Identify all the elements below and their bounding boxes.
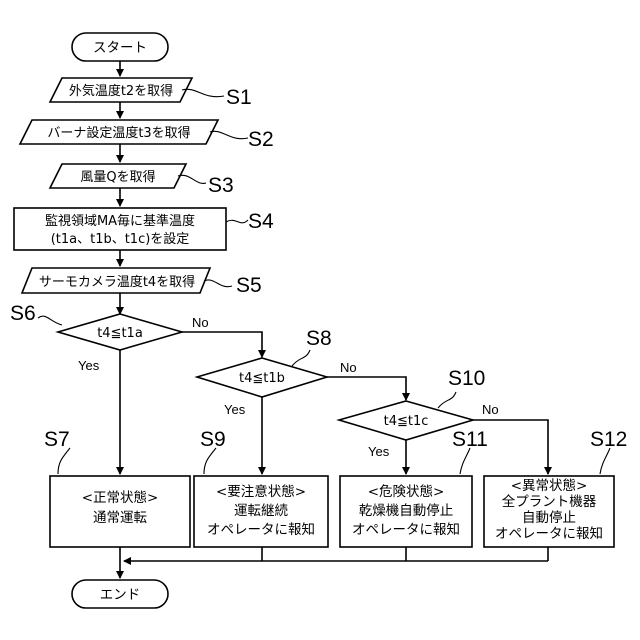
- s7-text-line1: <正常状態>: [82, 490, 159, 506]
- s11-leader: [460, 448, 470, 474]
- s3-step-label: S3: [208, 174, 234, 197]
- s9-text-line3: オペレータに報知: [207, 521, 315, 538]
- s6-yes-label: Yes: [78, 358, 100, 373]
- s8-step-label: S8: [306, 327, 332, 350]
- s10-yes-label: Yes: [368, 444, 390, 459]
- s10-leader: [438, 392, 456, 408]
- s11-text-line3: オペレータに報知: [352, 521, 460, 538]
- s6-condition: t4≦t1a: [97, 326, 143, 341]
- s6-leader: [38, 316, 62, 325]
- s12-leader: [600, 448, 610, 474]
- s7-text-line2: 通常運転: [93, 510, 147, 526]
- s12-text-line3: 自動停止: [522, 509, 576, 526]
- s2-step-label: S2: [248, 128, 274, 151]
- start-label: スタート: [93, 40, 147, 56]
- s8-condition: t4≦t1b: [239, 371, 285, 386]
- s5-text: サーモカメラ温度t4を取得: [39, 274, 195, 290]
- s4-text-line2: (t1a、t1b、t1c)を設定: [51, 231, 190, 247]
- s3-text: 風量Qを取得: [80, 169, 155, 185]
- s11-text-line2: 乾燥機自動停止: [359, 502, 454, 519]
- s8-leader: [292, 350, 310, 366]
- s7-leader: [58, 448, 70, 474]
- s1-step-label: S1: [226, 86, 252, 109]
- s12-text-line4: オペレータに報知: [495, 525, 603, 542]
- s10-condition: t4≦t1c: [384, 414, 429, 429]
- s9-step-label: S9: [200, 428, 226, 451]
- s9-text-line2: 運転継続: [234, 503, 288, 519]
- s11-step-label: S11: [452, 428, 488, 451]
- s6-step-label: S6: [10, 302, 36, 325]
- s2-text: バーナ設定温度t3を取得: [47, 125, 190, 141]
- s8-no-label: No: [340, 360, 357, 375]
- end-label: エンド: [100, 587, 141, 603]
- s3-leader: [178, 175, 206, 183]
- s1-leader: [182, 89, 224, 96]
- s4-step-label: S4: [248, 210, 274, 233]
- s4-leader: [226, 220, 248, 223]
- s9-text-line1: <要注意状態>: [216, 483, 306, 500]
- s8-yes-label: Yes: [224, 402, 246, 417]
- s1-text: 外気温度t2を取得: [69, 83, 173, 99]
- s9-leader: [204, 448, 216, 474]
- s12-step-label: S12: [590, 428, 627, 451]
- s2-leader: [210, 131, 248, 138]
- s12-text-line1: <異常状態>: [511, 478, 588, 494]
- s5-step-label: S5: [236, 274, 262, 297]
- s10-step-label: S10: [448, 367, 485, 390]
- s6-no-label: No: [192, 315, 209, 330]
- s7-step-label: S7: [44, 428, 70, 451]
- s12-text-line2: 全プラント機器: [502, 493, 597, 510]
- s4-text-line1: 監視領域MA毎に基準温度: [45, 213, 195, 229]
- s11-text-line1: <危険状態>: [368, 484, 445, 500]
- s10-no-label: No: [482, 402, 499, 417]
- s5-leader: [204, 280, 232, 287]
